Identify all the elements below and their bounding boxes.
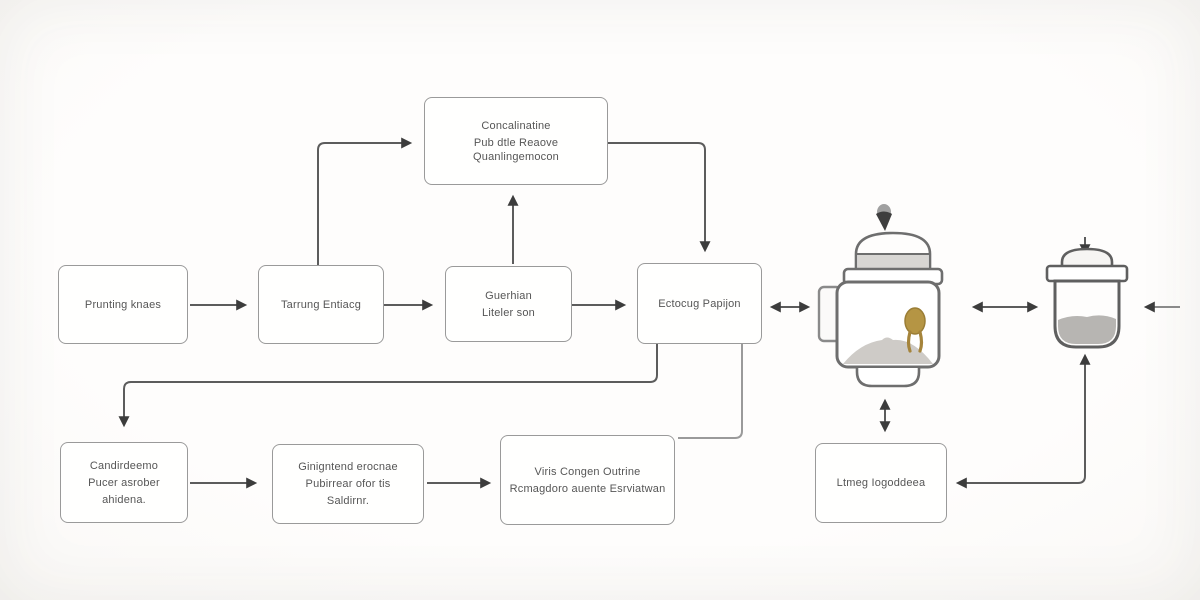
node-ltmeg: Ltmeg Iogoddeea (815, 443, 947, 523)
node-label: Ginigntend erocnae (298, 461, 398, 473)
node-label: Concalinatine (481, 119, 551, 132)
node-label: Saldirnr. (326, 495, 370, 507)
node-label: Ectocug Papijon (658, 297, 741, 310)
jar-device-icon (817, 231, 944, 388)
node-viris: Viris Congen Outrine Rcmagdoro auente Es… (500, 435, 675, 525)
node-tarrung: Tarrung Entiacg (258, 265, 384, 344)
node-label: Guerhian (485, 289, 532, 302)
node-label: Ltmeg Iogoddeea (836, 477, 926, 489)
drop-icon (876, 204, 892, 231)
node-label: Viris Congen Outrine (534, 465, 641, 478)
node-ectocug: Ectocug Papijon (637, 263, 762, 344)
node-label: Candirdeemo (89, 459, 159, 472)
node-label: Liteler son (482, 306, 535, 319)
node-label: Rcmagdoro auente Esrviatwan (509, 482, 666, 495)
node-candirdeemo: Candirdeemo Pucer asrober ahidena. (60, 442, 188, 523)
node-guerhian: Guerhian Liteler son (445, 266, 572, 342)
node-label: Pub dtle Reaove Quanlingemocon (473, 136, 559, 163)
node-label: Pubirrear ofor tis (305, 478, 391, 490)
node-start: Prunting knaes (58, 265, 188, 344)
node-label: Pucer asrober (88, 476, 160, 489)
node-label: Tarrung Entiacg (280, 298, 362, 311)
connector-concalinatine-to-ectocug (608, 142, 711, 253)
pot-device-icon (1045, 247, 1129, 349)
connector-pot-ltmeg-bidirectional (955, 353, 1091, 489)
node-concalinatine: Concalinatine Pub dtle Reaove Quanlingem… (424, 97, 608, 185)
node-label: Prunting knaes (84, 298, 162, 311)
connector-tarrung-to-concalinatine (317, 137, 413, 265)
gold-charm-icon (904, 307, 926, 353)
node-label: ahidena. (102, 493, 146, 506)
node-ginigntend: Ginigntend erocnae Pubirrear ofor tis Sa… (272, 444, 424, 524)
connector-ectocug-to-viris (678, 344, 743, 439)
connector-ectocug-to-candirdeemo (118, 344, 658, 428)
